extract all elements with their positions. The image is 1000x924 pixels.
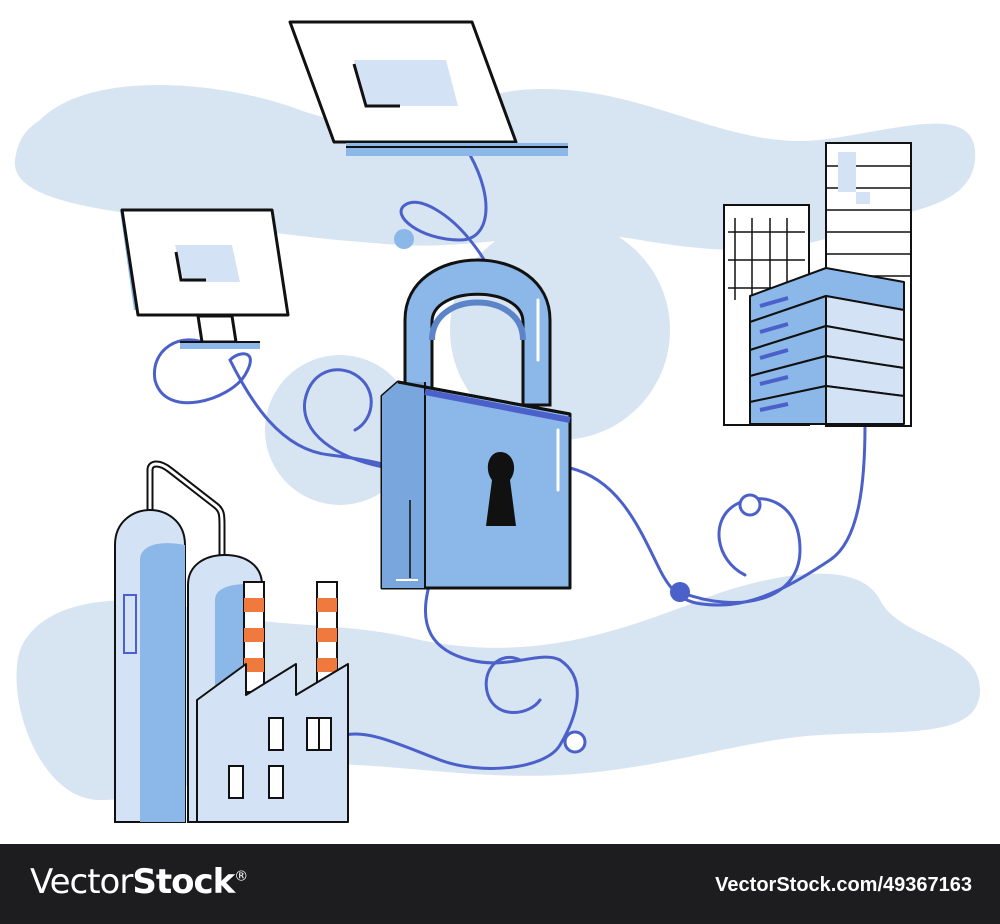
- cybersecurity-illustration: [14, 20, 980, 823]
- image-id-label: VectorStock.com/49367163: [715, 874, 972, 896]
- factory-icon: [196, 581, 349, 823]
- wire-node: [394, 229, 414, 249]
- wire-node: [563, 730, 587, 754]
- wire-nodes: [394, 229, 762, 754]
- server-rack-icon: [749, 267, 905, 425]
- watermark-bar: VectorStock® VectorStock.com/49367163: [0, 844, 1000, 924]
- registered-mark: ®: [234, 868, 248, 885]
- laptop-icon: [288, 20, 568, 156]
- padlock-icon: [380, 258, 572, 590]
- keyhole-icon: [486, 452, 516, 526]
- brand-part2: Stock: [132, 862, 235, 902]
- connection-wires: [152, 153, 867, 770]
- wire-node: [670, 582, 690, 602]
- desktop-monitor-icon: [120, 208, 290, 349]
- brand-part1: Vector: [30, 862, 133, 902]
- vectorstock-logo: VectorStock®: [30, 862, 248, 902]
- wire-node: [738, 493, 762, 517]
